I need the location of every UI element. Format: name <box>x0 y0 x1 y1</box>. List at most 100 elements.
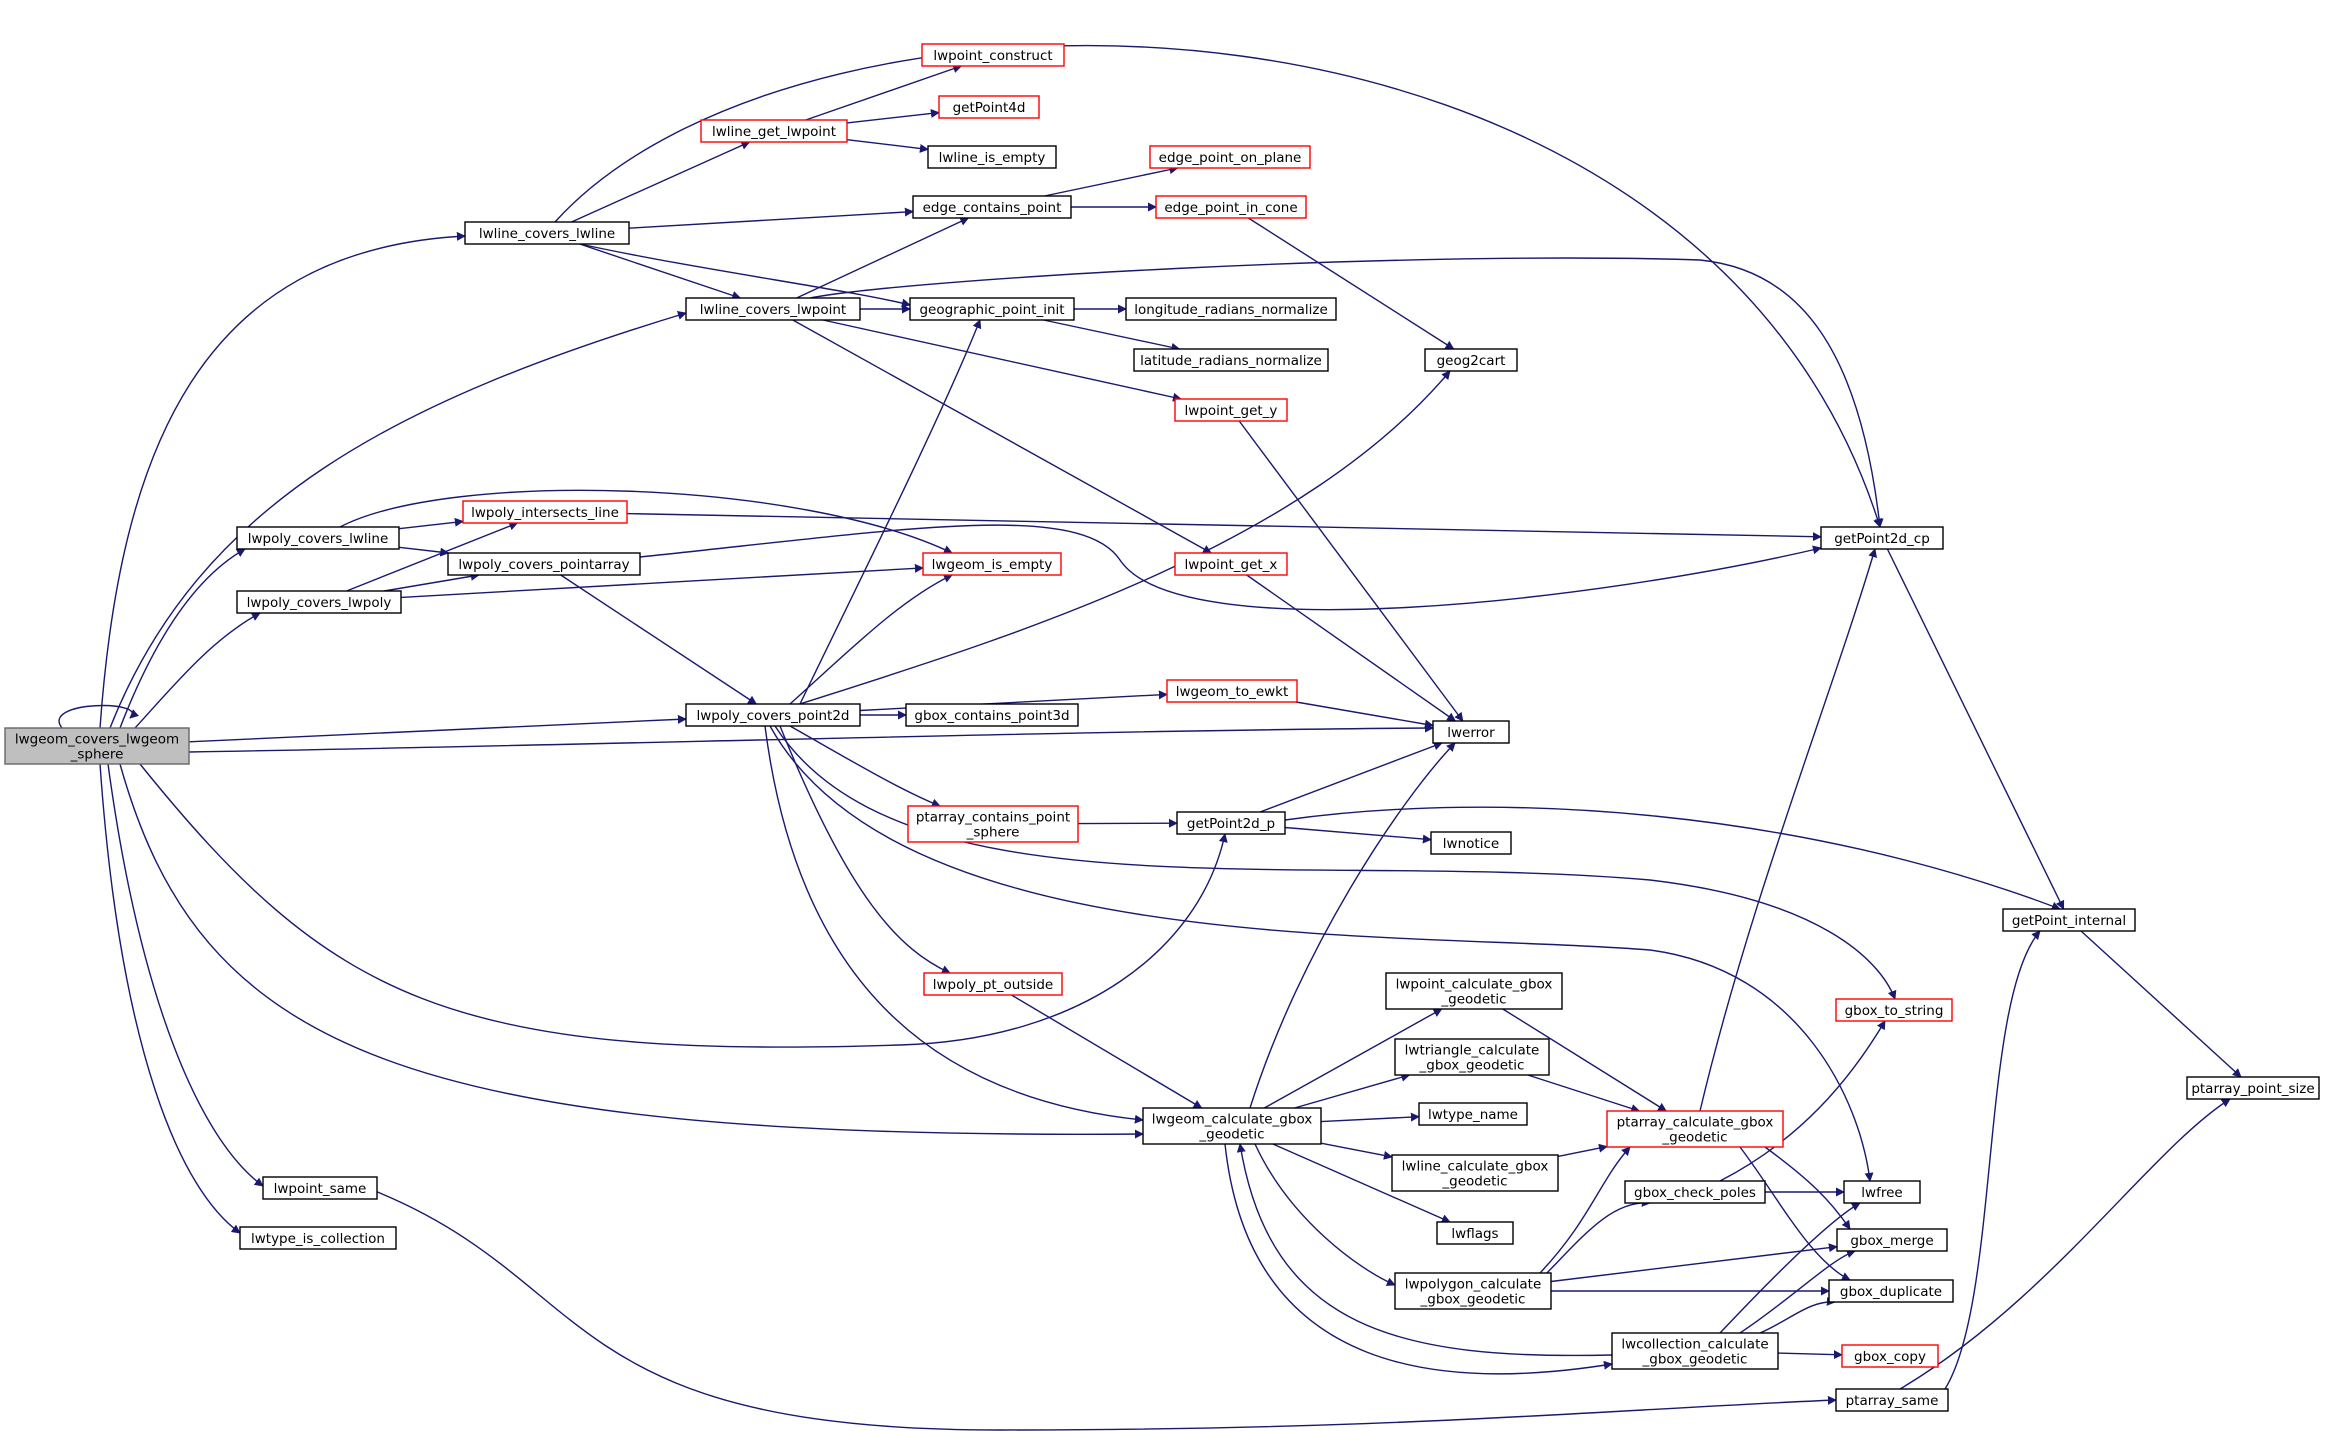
node-lwgeom_calculate_gbox_geodetic[interactable]: lwgeom_calculate_gbox_geodetic <box>1142 1107 1322 1145</box>
edge-lwgeom_calculate_gbox_geodetic-to-lwerror <box>1249 742 1456 1109</box>
edge-lwline_covers_lwpoint-to-getPoint2d_cp <box>809 257 1884 528</box>
node-lwpoly_pt_outside[interactable]: lwpoly_pt_outside <box>923 972 1063 996</box>
node-lwgeom_to_ewkt[interactable]: lwgeom_to_ewkt <box>1166 679 1298 703</box>
node-ptarray_same[interactable]: ptarray_same <box>1835 1388 1949 1412</box>
edge-lwpoly_covers_lwpoly-to-lwgeom_is_empty <box>400 563 924 599</box>
node-label-ptarray_contains_point_sphere-line-2: _sphere <box>966 825 1020 841</box>
edge-lwpoly_covers_lwpoly-to-lwpoly_intersects_line <box>346 521 519 592</box>
node-lwpoint_get_y[interactable]: lwpoint_get_y <box>1174 398 1288 422</box>
node-lwline_is_empty[interactable]: lwline_is_empty <box>927 145 1057 169</box>
node-lwpoly_covers_pointarray[interactable]: lwpoly_covers_pointarray <box>447 552 641 576</box>
node-box-lwpoint_same <box>262 1176 378 1200</box>
edge-lwcollection_calculate_gbox_geodetic-to-gbox_merge <box>1739 1249 1856 1334</box>
node-getPoint2d_cp[interactable]: getPoint2d_cp <box>1820 526 1944 550</box>
node-gbox_contains_point3d[interactable]: gbox_contains_point3d <box>905 703 1079 727</box>
node-label-lwtype_is_collection: lwtype_is_collection <box>251 1231 385 1247</box>
node-label-lwflags: lwflags <box>1451 1226 1498 1242</box>
node-gbox_merge[interactable]: gbox_merge <box>1836 1228 1948 1252</box>
node-gbox_check_poles[interactable]: gbox_check_poles <box>1624 1180 1766 1204</box>
node-getPoint2d_p[interactable]: getPoint2d_p <box>1176 811 1286 835</box>
edge-lwpoly_covers_point2d-to-geographic_point_init <box>799 319 982 705</box>
node-label-lwpoly_pt_outside: lwpoly_pt_outside <box>933 977 1054 993</box>
node-getPoint_internal[interactable]: getPoint_internal <box>2002 908 2136 932</box>
edge-getPoint2d_p-to-getPoint_internal <box>1284 806 2061 911</box>
node-label-lwline_calculate_gbox_geodetic-line-1: lwline_calculate_gbox <box>1402 1159 1549 1175</box>
node-gbox_duplicate[interactable]: gbox_duplicate <box>1828 1279 1954 1303</box>
node-label-lwline_calculate_gbox_geodetic-line-2: _geodetic <box>1441 1174 1507 1190</box>
node-lwline_covers_lwpoint[interactable]: lwline_covers_lwpoint <box>685 297 861 321</box>
node-box-lwpoly_covers_pointarray <box>447 552 641 576</box>
node-label-lwpoly_covers_point2d: lwpoly_covers_point2d <box>696 708 849 724</box>
node-lwpoly_covers_lwline[interactable]: lwpoly_covers_lwline <box>236 526 400 550</box>
node-label-lwfree: lwfree <box>1861 1185 1902 1201</box>
edge-lwcollection_calculate_gbox_geodetic-to-lwfree <box>1719 1202 1861 1334</box>
node-edge_contains_point[interactable]: edge_contains_point <box>912 195 1072 219</box>
node-geog2cart[interactable]: geog2cart <box>1424 348 1518 372</box>
node-box-lwpoint_calculate_gbox_geodetic <box>1385 972 1563 1010</box>
node-box-lwgeom_is_empty <box>922 552 1062 576</box>
node-ptarray_contains_point_sphere[interactable]: ptarray_contains_point_sphere <box>907 805 1079 843</box>
node-lwfree[interactable]: lwfree <box>1843 1180 1921 1204</box>
node-lwtriangle_calculate_gbox_geodetic[interactable]: lwtriangle_calculate_gbox_geodetic <box>1394 1038 1550 1076</box>
node-edge_point_on_plane[interactable]: edge_point_on_plane <box>1149 145 1311 169</box>
edge-ptarray_calculate_gbox_geodetic-to-getPoint2d_cp <box>1699 548 1877 1112</box>
node-lwnotice[interactable]: lwnotice <box>1430 831 1512 855</box>
edge-lwcollection_calculate_gbox_geodetic-to-gbox_copy <box>1777 1350 1843 1360</box>
node-lwpoint_construct[interactable]: lwpoint_construct <box>921 43 1065 67</box>
node-longitude_radians_normalize[interactable]: longitude_radians_normalize <box>1125 297 1337 321</box>
node-box-edge_point_on_plane <box>1149 145 1311 169</box>
edges-layer <box>58 44 2242 1431</box>
node-label-lwgeom_is_empty: lwgeom_is_empty <box>932 557 1053 573</box>
node-lwtype_name[interactable]: lwtype_name <box>1418 1102 1528 1126</box>
edge-lwline_covers_lwpoint-to-lwpoint_get_x <box>792 319 1212 554</box>
node-lwpoly_intersects_line[interactable]: lwpoly_intersects_line <box>462 500 628 524</box>
edge-lwline_covers_lwpoint-to-edge_contains_point <box>796 217 970 299</box>
node-lwgeom_is_empty[interactable]: lwgeom_is_empty <box>922 552 1062 576</box>
edge-lwpoly_covers_lwpoly-to-lwpoly_covers_pointarray <box>383 571 480 592</box>
edge-root-to-lwpoly_covers_point2d <box>188 714 687 743</box>
edge-getPoint2d_p-to-lwerror <box>1259 741 1443 813</box>
node-lwpoly_covers_lwpoly[interactable]: lwpoly_covers_lwpoly <box>236 590 402 614</box>
node-box-ptarray_calculate_gbox_geodetic <box>1606 1110 1784 1148</box>
node-lwflags[interactable]: lwflags <box>1436 1221 1514 1245</box>
edge-lwpoly_covers_point2d-to-geog2cart <box>799 370 1451 705</box>
node-label-gbox_merge: gbox_merge <box>1850 1233 1933 1249</box>
node-lwline_get_lwpoint[interactable]: lwline_get_lwpoint <box>700 119 848 143</box>
node-label-ptarray_calculate_gbox_geodetic-line-2: _geodetic <box>1661 1130 1727 1146</box>
node-lwerror[interactable]: lwerror <box>1432 720 1510 744</box>
node-lwcollection_calculate_gbox_geodetic[interactable]: lwcollection_calculate_gbox_geodetic <box>1611 1332 1779 1370</box>
node-lwline_covers_lwline[interactable]: lwline_covers_lwline <box>464 221 630 245</box>
edge-root-to-getPoint2d_p <box>139 763 1228 1048</box>
node-ptarray_point_size[interactable]: ptarray_point_size <box>2186 1076 2320 1100</box>
node-label-lwline_covers_lwline: lwline_covers_lwline <box>479 226 615 242</box>
node-box-gbox_check_poles <box>1624 1180 1766 1204</box>
edge-lwpoly_pt_outside-to-lwgeom_calculate_gbox_geodetic <box>1011 994 1203 1109</box>
edge-lwline_covers_lwline-to-lwline_get_lwpoint <box>571 141 751 223</box>
node-getPoint4d[interactable]: getPoint4d <box>938 95 1040 119</box>
node-lwpoint_calculate_gbox_geodetic[interactable]: lwpoint_calculate_gbox_geodetic <box>1385 972 1563 1010</box>
edge-lwpoint_same-to-ptarray_same <box>369 1188 1837 1431</box>
node-ptarray_calculate_gbox_geodetic[interactable]: ptarray_calculate_gbox_geodetic <box>1606 1110 1784 1148</box>
node-box-edge_contains_point <box>912 195 1072 219</box>
node-lwtype_is_collection[interactable]: lwtype_is_collection <box>239 1226 397 1250</box>
edge-root-to-lwline_covers_lwline <box>99 231 466 729</box>
node-gbox_copy[interactable]: gbox_copy <box>1841 1344 1939 1368</box>
node-label-lwpoly_covers_lwline: lwpoly_covers_lwline <box>248 531 389 547</box>
node-lwline_calculate_gbox_geodetic[interactable]: lwline_calculate_gbox_geodetic <box>1391 1154 1559 1192</box>
node-lwpoint_same[interactable]: lwpoint_same <box>262 1176 378 1200</box>
node-lwpoly_covers_point2d[interactable]: lwpoly_covers_point2d <box>685 703 861 727</box>
node-latitude_radians_normalize[interactable]: latitude_radians_normalize <box>1133 348 1329 372</box>
node-lwpolygon_calculate_gbox_geodetic[interactable]: lwpolygon_calculate_gbox_geodetic <box>1394 1272 1552 1310</box>
edge-ptarray_calculate_gbox_geodetic-to-gbox_merge <box>1764 1146 1851 1230</box>
edge-lwpoint_get_y-to-lwerror <box>1238 420 1464 722</box>
node-gbox_to_string[interactable]: gbox_to_string <box>1835 998 1953 1022</box>
node-edge_point_in_cone[interactable]: edge_point_in_cone <box>1155 195 1307 219</box>
edge-lwpoly_covers_lwline-to-lwpoly_covers_pointarray <box>398 546 450 557</box>
node-box-lwnotice <box>1430 831 1512 855</box>
node-root[interactable]: lwgeom_covers_lwgeom_sphere <box>4 727 190 765</box>
edge-lwgeom_calculate_gbox_geodetic-to-lwtriangle_calculate_gbox_geodetic <box>1294 1072 1411 1109</box>
node-geographic_point_init[interactable]: geographic_point_init <box>909 297 1075 321</box>
node-box-lwpoly_covers_lwline <box>236 526 400 550</box>
node-label-getPoint_internal: getPoint_internal <box>2012 913 2126 929</box>
node-lwpoint_get_x[interactable]: lwpoint_get_x <box>1174 552 1288 576</box>
